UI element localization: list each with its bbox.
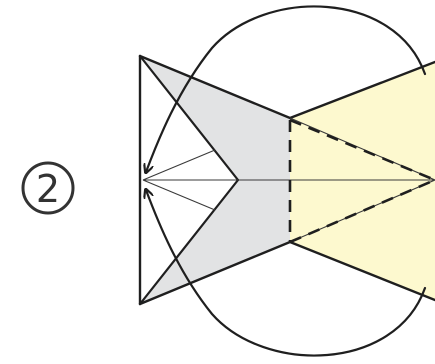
step-number-badge: 2 [23, 163, 73, 213]
paper-back-flap-top [140, 56, 290, 180]
step-number-text: 2 [36, 167, 60, 211]
paper-back-flap-bottom [140, 180, 290, 304]
